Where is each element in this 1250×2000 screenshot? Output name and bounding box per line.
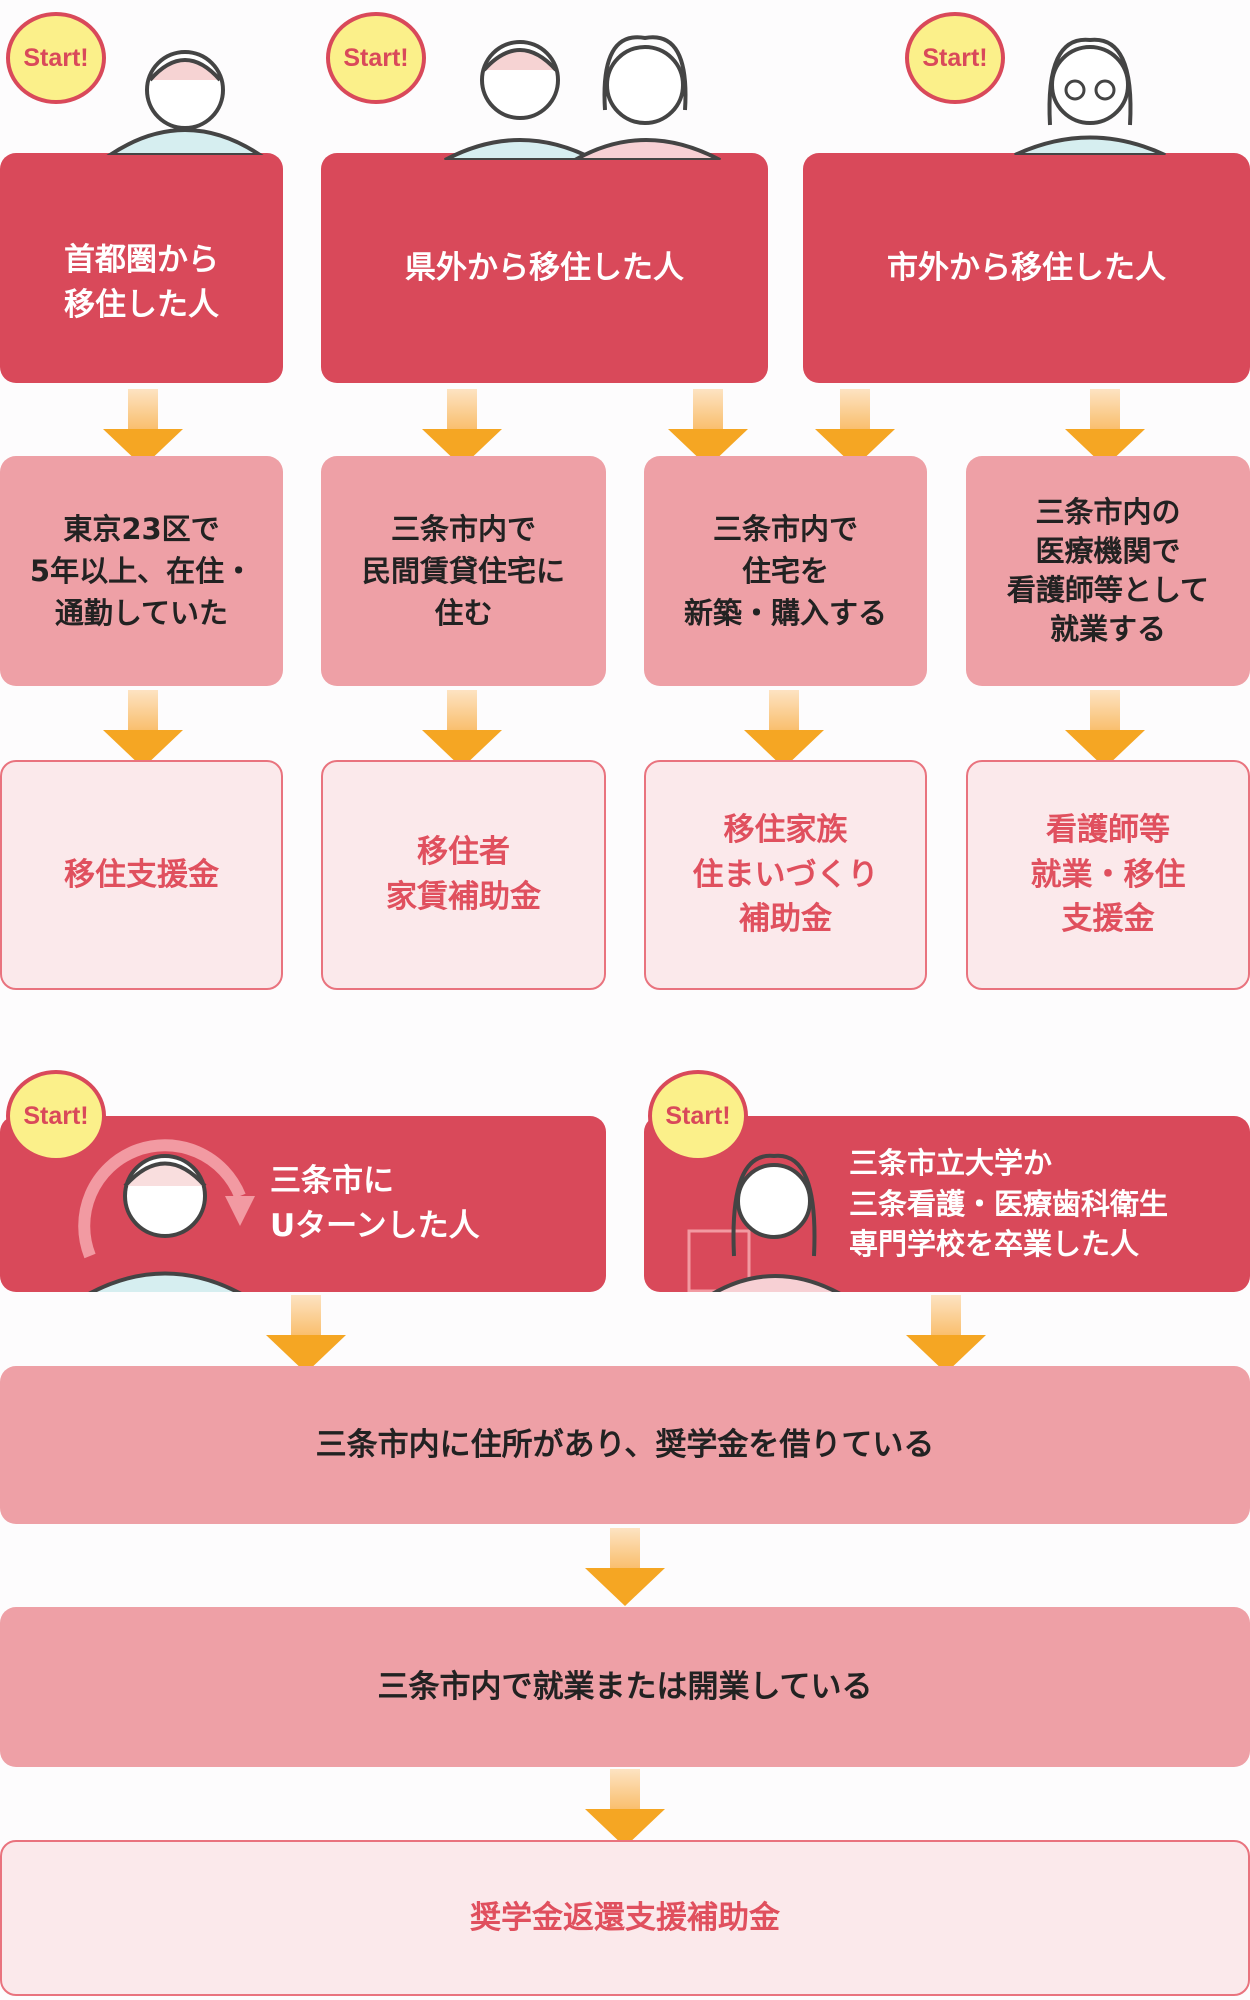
start-label: 三条市立大学か 三条看護・医療歯科衛生 専門学校を卒業した人 bbox=[849, 1146, 1169, 1262]
start-box-outside-city: 市外から移住した人 bbox=[803, 153, 1250, 383]
result-scholarship-repayment-subsidy: 奨学金返還支援補助金 bbox=[0, 1840, 1250, 1996]
flow-arrow bbox=[906, 1295, 986, 1373]
result-relocation-support: 移住支援金 bbox=[0, 760, 283, 990]
boy-u-turn-illustration-icon bbox=[78, 1139, 255, 1292]
start-label: 市外から移住した人 bbox=[887, 249, 1166, 286]
start-badge: Start! bbox=[905, 12, 1005, 104]
flow-arrow bbox=[585, 1528, 665, 1606]
start-box-graduate: 三条市立大学か 三条看護・医療歯科衛生 専門学校を卒業した人 bbox=[644, 1116, 1250, 1292]
flow-arrow bbox=[266, 1295, 346, 1373]
flow-arrow bbox=[103, 690, 183, 768]
flow-arrow bbox=[1065, 690, 1145, 768]
flow-arrow bbox=[585, 1769, 665, 1847]
start-box-u-turn: 三条市に Uターンした人 bbox=[0, 1116, 606, 1292]
flow-arrow bbox=[422, 690, 502, 768]
result-housing-subsidy: 移住家族 住まいづくり 補助金 bbox=[644, 760, 927, 990]
man-illustration-icon bbox=[106, 50, 264, 155]
condition-build-purchase-house: 三条市内で 住宅を 新築・購入する bbox=[644, 456, 927, 686]
start-label: 三条市に Uターンした人 bbox=[270, 1163, 480, 1244]
start-badge: Start! bbox=[648, 1070, 748, 1162]
start-box-outside-prefecture: 県外から移住した人 bbox=[321, 153, 768, 383]
woman-glasses-illustration-icon bbox=[1014, 37, 1166, 155]
condition-scholarship-borrower: 三条市内に住所があり、奨学金を借りている bbox=[0, 1366, 1250, 1524]
condition-rental-housing: 三条市内で 民間賃貸住宅に 住む bbox=[321, 456, 606, 686]
girl-school-illustration-icon bbox=[687, 1153, 841, 1292]
condition-tokyo-residence: 東京23区で 5年以上、在住・ 通勤していた bbox=[0, 456, 283, 686]
result-rent-subsidy: 移住者 家賃補助金 bbox=[321, 760, 606, 990]
start-label: 首都圏から 移住した人 bbox=[64, 242, 219, 323]
couple-illustration-icon bbox=[444, 35, 721, 160]
start-badge: Start! bbox=[326, 12, 426, 104]
condition-employed-in-city: 三条市内で就業または開業している bbox=[0, 1607, 1250, 1767]
start-badge: Start! bbox=[6, 1070, 106, 1162]
start-box-metropolitan: 首都圏から 移住した人 bbox=[0, 153, 283, 383]
condition-nurse-employment: 三条市内の 医療機関で 看護師等として 就業する bbox=[966, 456, 1250, 686]
result-nurse-support: 看護師等 就業・移住 支援金 bbox=[966, 760, 1250, 990]
start-label: 県外から移住した人 bbox=[405, 249, 684, 286]
flow-arrow bbox=[744, 690, 824, 768]
start-badge: Start! bbox=[6, 12, 106, 104]
